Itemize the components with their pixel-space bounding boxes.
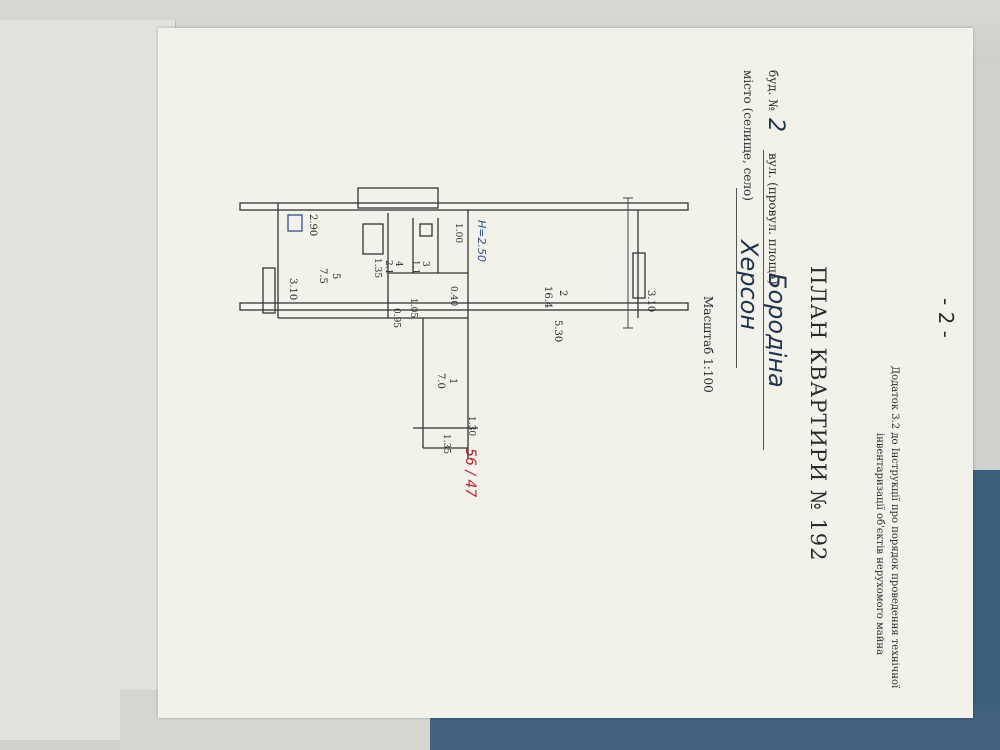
plan-label-kitchen-area: 7.5 [317, 268, 328, 284]
plan-outer-wall-top [239, 202, 689, 211]
plan-label-room-area: 16.4 [542, 286, 553, 309]
document-sheet: - 2 - Додаток 3.2 до Інструкції про поря… [158, 28, 973, 718]
floor-plan [239, 187, 689, 458]
plan-label-dim-040: 0.40 [448, 286, 458, 307]
plan-label-room-width: 3.10 [645, 290, 656, 313]
plan-label-dim-105: 1.05 [408, 298, 418, 319]
plan-outer-wall-bottom [239, 302, 689, 311]
plan-label-dim-095: 0.95 [391, 308, 401, 329]
plan-window-kitchen [262, 267, 276, 314]
plan-label-dim-100: 1.00 [453, 223, 463, 244]
plan-label-hall-num: 1 [447, 378, 458, 385]
plan-label-dim-135b: 1.35 [441, 434, 451, 455]
plan-label-wc-num: 3 [420, 261, 430, 267]
plan-label-room-num: 2 [557, 290, 568, 297]
plan-window-room [632, 252, 646, 299]
plan-label-bath-area: 2.1 [383, 260, 393, 275]
plan-label-kitchen-width: 2.90 [307, 214, 318, 237]
plan-label-dim-135: 1.35 [372, 258, 382, 279]
plan-label-wc-area: 1.1 [410, 260, 420, 275]
plan-bath [362, 223, 384, 255]
plan-label-room-len: 5.30 [552, 320, 563, 343]
plan-balcony [357, 187, 439, 209]
street-underline [763, 150, 764, 450]
plan-label-dim-130: 1.30 [466, 416, 476, 437]
plan-stove [287, 214, 303, 232]
background-paper-left [0, 20, 176, 740]
plan-label-hall-area: 7.0 [435, 373, 446, 389]
plan-label-ceiling: H=2.50 [475, 220, 488, 262]
city-underline [736, 188, 737, 368]
plan-label-bath-num: 4 [393, 261, 403, 267]
plan-label-kitchen-num: 5 [330, 273, 341, 280]
plan-toilet [419, 223, 433, 237]
plan-label-kitchen-len: 3.10 [287, 278, 298, 301]
